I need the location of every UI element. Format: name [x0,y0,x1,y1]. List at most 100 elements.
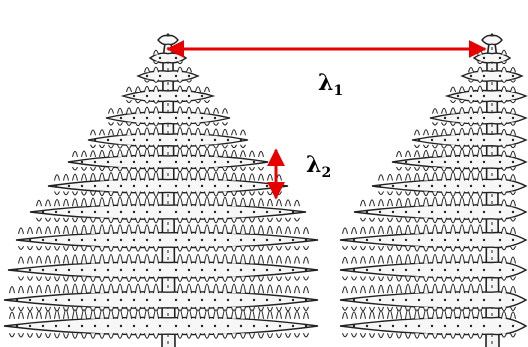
tertiary-arm [186,166,192,173]
right-dendrite [339,33,528,347]
stipple-dot [158,184,162,188]
tertiary-arm [18,256,24,264]
tertiary-arm [126,86,132,93]
tertiary-arm [36,255,42,264]
tertiary-arm [186,79,192,83]
stipple-dot [132,94,136,98]
tertiary-arm [177,66,183,73]
tertiary-arm [99,172,105,181]
tertiary-arm [117,166,123,172]
tertiary-arm [117,149,123,157]
tertiary-arm [258,276,264,282]
stipple-dot [174,74,178,78]
tertiary-arm [204,191,210,197]
tertiary-arm [405,246,411,252]
tertiary-arm [63,246,69,251]
stipple-dot [187,94,191,98]
tertiary-arm [90,144,96,148]
stipple-dot [80,324,84,328]
tertiary-arm [423,254,429,264]
stipple-dot [213,184,217,188]
tertiary-arm [90,191,96,196]
stipple-dot [378,268,382,272]
stipple-dot [456,116,460,120]
stipple-dot [158,238,162,242]
tertiary-arm [117,217,123,224]
tertiary-arm [303,306,309,311]
tertiary-arm [369,285,375,294]
stipple-dot [365,210,369,214]
tertiary-arm [249,333,255,339]
tertiary-arm [186,99,192,104]
tertiary-arm [441,166,447,172]
stipple-dot [430,184,434,188]
tertiary-arm [396,166,402,171]
stipple-dot [378,238,382,242]
tertiary-arm [231,172,237,181]
tertiary-arm [477,122,483,127]
tertiary-arm [459,276,465,282]
stipple-dot [430,210,434,214]
tertiary-arm [258,173,264,181]
tertiary-arm [477,79,483,83]
tertiary-arm [27,245,33,251]
tertiary-arm [63,198,69,207]
tertiary-arm [195,276,201,282]
tertiary-arm [414,144,420,148]
tertiary-arm [54,284,60,294]
tertiary-arm [396,246,402,252]
stipple-dot [200,298,204,302]
stipple-dot [511,268,515,272]
tertiary-arm [108,217,114,224]
tertiary-arm [432,149,438,157]
tertiary-arm [177,224,183,234]
tertiary-arm [459,333,465,339]
stipple-dot [93,298,97,302]
tertiary-arm [396,225,402,234]
tertiary-arm [441,309,447,319]
tertiary-arm [18,285,24,294]
tertiary-arm [222,172,228,181]
stipple-dot [119,160,123,164]
tertiary-arm [501,191,507,196]
tertiary-arm [432,246,438,252]
tertiary-arm [441,224,447,234]
tertiary-arm [468,196,474,207]
lambda1-symbol: λ [318,70,334,96]
tertiary-arm [222,149,228,157]
stipple-dot [41,268,45,272]
stipple-dot [119,116,123,120]
side-branch [339,261,493,279]
tertiary-arm [153,224,159,234]
tertiary-arm [378,255,384,264]
stipple-dot [145,116,149,120]
tertiary-arm [144,217,150,224]
stipple-dot [498,160,502,164]
tertiary-arm [459,246,465,252]
tertiary-arm [267,191,273,196]
stipple-dot [158,56,162,60]
stipple-dot [132,238,136,242]
tertiary-arm [63,191,69,196]
side-branch [491,291,528,309]
tertiary-arm [27,333,33,338]
stipple-dot [391,268,395,272]
tertiary-arm [177,85,183,93]
tertiary-arm [459,99,465,104]
tertiary-arm [81,254,87,264]
stipple-dot [145,324,149,328]
stipple-dot [28,238,32,242]
tertiary-arm [135,196,141,207]
tertiary-arm [369,199,375,207]
tertiary-arm [369,217,375,222]
tertiary-arm [468,246,474,252]
tertiary-arm [186,246,192,252]
tertiary-arm [423,246,429,252]
tertiary-arm [477,191,483,197]
tertiary-arm [477,106,483,114]
tertiary-arm [135,99,141,104]
tertiary-arm [144,127,150,136]
stipple-dot [365,298,369,302]
tertiary-arm [432,309,438,319]
tertiary-arm [501,173,507,181]
